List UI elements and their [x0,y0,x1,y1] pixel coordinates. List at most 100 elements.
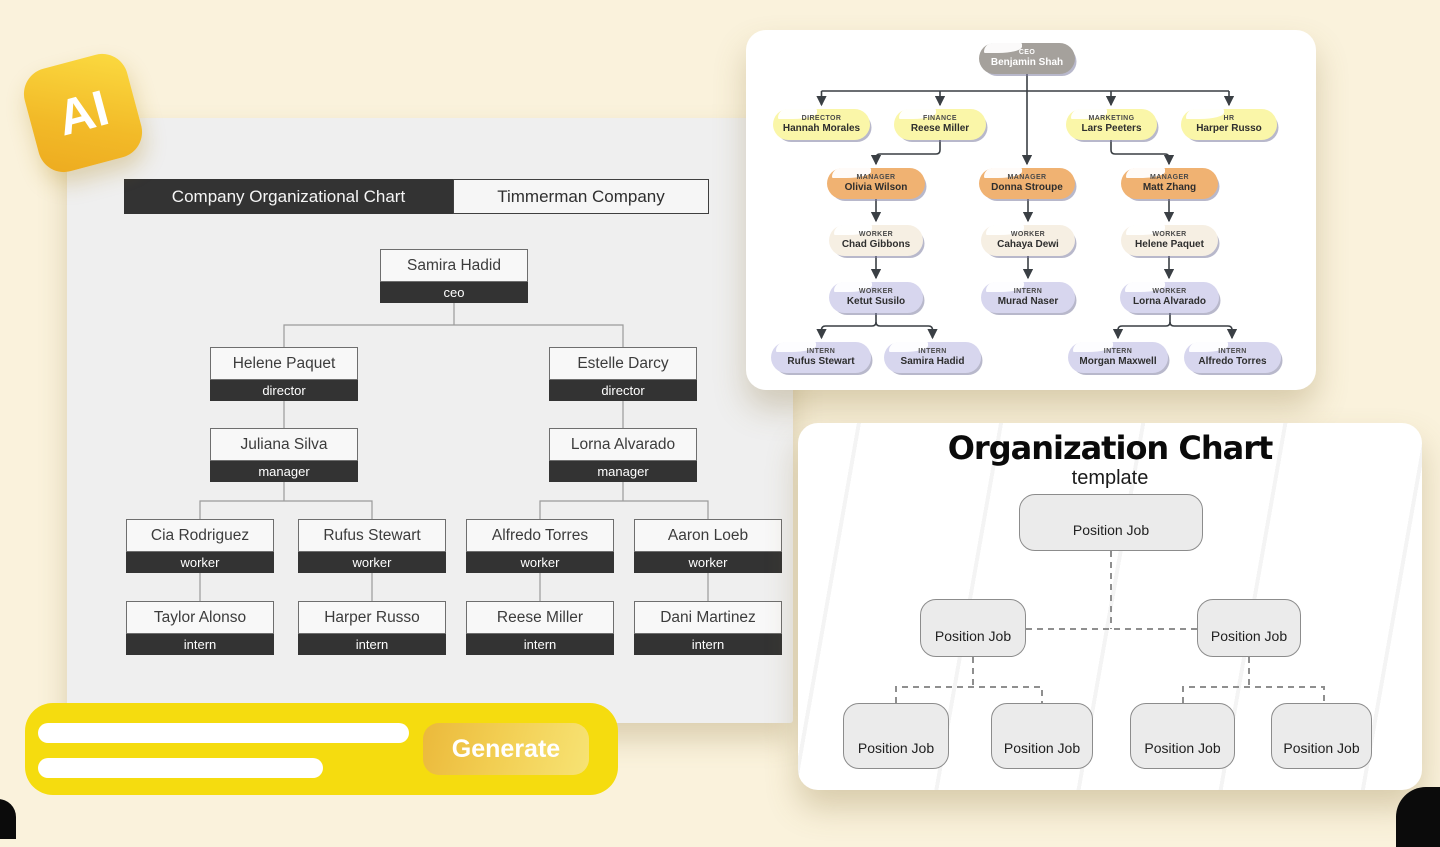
pill-name: Donna Stroupe [991,182,1063,193]
person-role: worker [634,552,782,573]
person-role: manager [549,461,697,482]
classic-node-worker: Cia Rodriguez worker [126,519,274,573]
person-name: Estelle Darcy [549,347,697,380]
person-name: Lorna Alvarado [549,428,697,461]
person-name: Taylor Alonso [126,601,274,634]
pill-name: Benjamin Shah [990,57,1064,68]
prompt-text-line [38,723,409,743]
person-name: Samira Hadid [380,249,528,282]
classic-node-director: Helene Paquet director [210,347,358,401]
person-name: Aaron Loeb [634,519,782,552]
pill-name: Lars Peeters [1081,123,1142,134]
template-node-label: Position Job [857,740,935,756]
template-node-label: Position Job [1210,628,1288,644]
template-node-label: Position Job [1003,740,1081,756]
pill-name: Harper Russo [1196,123,1262,134]
company-name: Timmerman Company [497,186,665,206]
template-node-label: Position Job [1072,522,1150,538]
pill-role: DIRECTOR [801,115,842,122]
person-role: worker [298,552,446,573]
pill-node-director: DIRECTOR Hannah Morales [773,109,870,140]
person-name: Rufus Stewart [298,519,446,552]
person-role: worker [466,552,614,573]
generate-button[interactable]: Generate [423,723,589,775]
prompt-text-line [38,758,323,778]
pill-name: Reese Miller [910,123,970,134]
person-name: Harper Russo [298,601,446,634]
pill-role: MARKETING [1088,115,1135,122]
pill-node-hr: HR Harper Russo [1181,109,1277,140]
pill-role: CEO [1018,49,1036,56]
pill-name: Olivia Wilson [844,182,908,193]
template-node: Position Job [1130,703,1235,769]
pill-node-intern: INTERN Morgan Maxwell [1068,342,1168,373]
pill-name: Samira Hadid [900,356,965,367]
classic-node-intern: Reese Miller intern [466,601,614,655]
template-node-label: Position Job [1144,740,1221,756]
pill-node-marketing: MARKETING Lars Peeters [1066,109,1157,140]
pill-name: Rufus Stewart [787,356,855,367]
pill-role: INTERN [918,348,947,355]
company-name-bar: Timmerman Company [453,179,709,214]
chart-title: Company Organizational Chart [171,186,406,206]
template-node-root: Position Job [1019,494,1203,551]
person-name: Juliana Silva [210,428,358,461]
pill-role: WORKER [858,231,894,238]
classic-node-intern: Harper Russo intern [298,601,446,655]
chart-title-bar: Company Organizational Chart [124,179,453,214]
template-node: Position Job [991,703,1093,769]
pill-node-intern: INTERN Murad Naser [981,282,1075,313]
classic-node-worker: Rufus Stewart worker [298,519,446,573]
pill-name: Cahaya Dewi [997,239,1059,250]
person-name: Reese Miller [466,601,614,634]
pill-role: INTERN [1013,288,1043,295]
template-node: Position Job [920,599,1026,657]
pill-node-intern: INTERN Samira Hadid [884,342,981,373]
pill-name: Murad Naser [997,296,1059,307]
person-name: Alfredo Torres [466,519,614,552]
pill-node-finance: FINANCE Reese Miller [894,109,986,140]
pill-node-intern: INTERN Rufus Stewart [771,342,871,373]
template-subtitle: template [1071,467,1149,489]
bottom-right-corner-shape [1396,787,1440,847]
pill-node-worker: WORKER Ketut Susilo [829,282,923,313]
pill-name: Lorna Alvarado [1133,296,1206,307]
classic-node-director: Estelle Darcy director [549,347,697,401]
pill-node-intern: INTERN Alfredo Torres [1184,342,1281,373]
person-role: ceo [380,282,528,303]
pill-name: Ketut Susilo [846,296,906,307]
pill-role: WORKER [1152,288,1187,295]
person-role: director [210,380,358,401]
pill-node-worker: WORKER Chad Gibbons [829,225,923,256]
person-name: Cia Rodriguez [126,519,274,552]
person-role: intern [298,634,446,655]
classic-node-manager: Juliana Silva manager [210,428,358,482]
classic-node-intern: Dani Martinez intern [634,601,782,655]
template-node: Position Job [1197,599,1301,657]
person-role: worker [126,552,274,573]
pill-role: WORKER [858,288,894,295]
person-name: Helene Paquet [210,347,358,380]
pill-name: Hannah Morales [782,123,861,134]
template-node: Position Job [1271,703,1372,769]
pill-node-manager: MANAGER Donna Stroupe [979,168,1075,199]
person-role: manager [210,461,358,482]
pill-node-worker: WORKER Lorna Alvarado [1120,282,1219,313]
template-node-label: Position Job [1283,740,1360,756]
template-title: Organization Chart [947,429,1274,467]
pill-role: INTERN [1103,348,1133,355]
generate-button-label: Generate [451,734,561,763]
rounded-org-chart-card: CEO Benjamin Shah DIRECTOR Hannah Morale… [746,30,1316,390]
prompt-input-panel[interactable]: Generate [25,703,618,795]
person-role: intern [126,634,274,655]
classic-org-chart-panel: Company Organizational Chart Timmerman C… [67,118,793,723]
pill-name: Morgan Maxwell [1079,356,1157,367]
classic-node-intern: Taylor Alonso intern [126,601,274,655]
bottom-left-corner-shape [0,799,16,839]
pill-role: WORKER [1152,231,1187,238]
pill-role: MANAGER [1007,174,1047,181]
pill-node-worker: WORKER Cahaya Dewi [981,225,1075,256]
template-node: Position Job [843,703,949,769]
pill-name: Helene Paquet [1135,239,1204,250]
pill-name: Alfredo Torres [1198,356,1267,367]
